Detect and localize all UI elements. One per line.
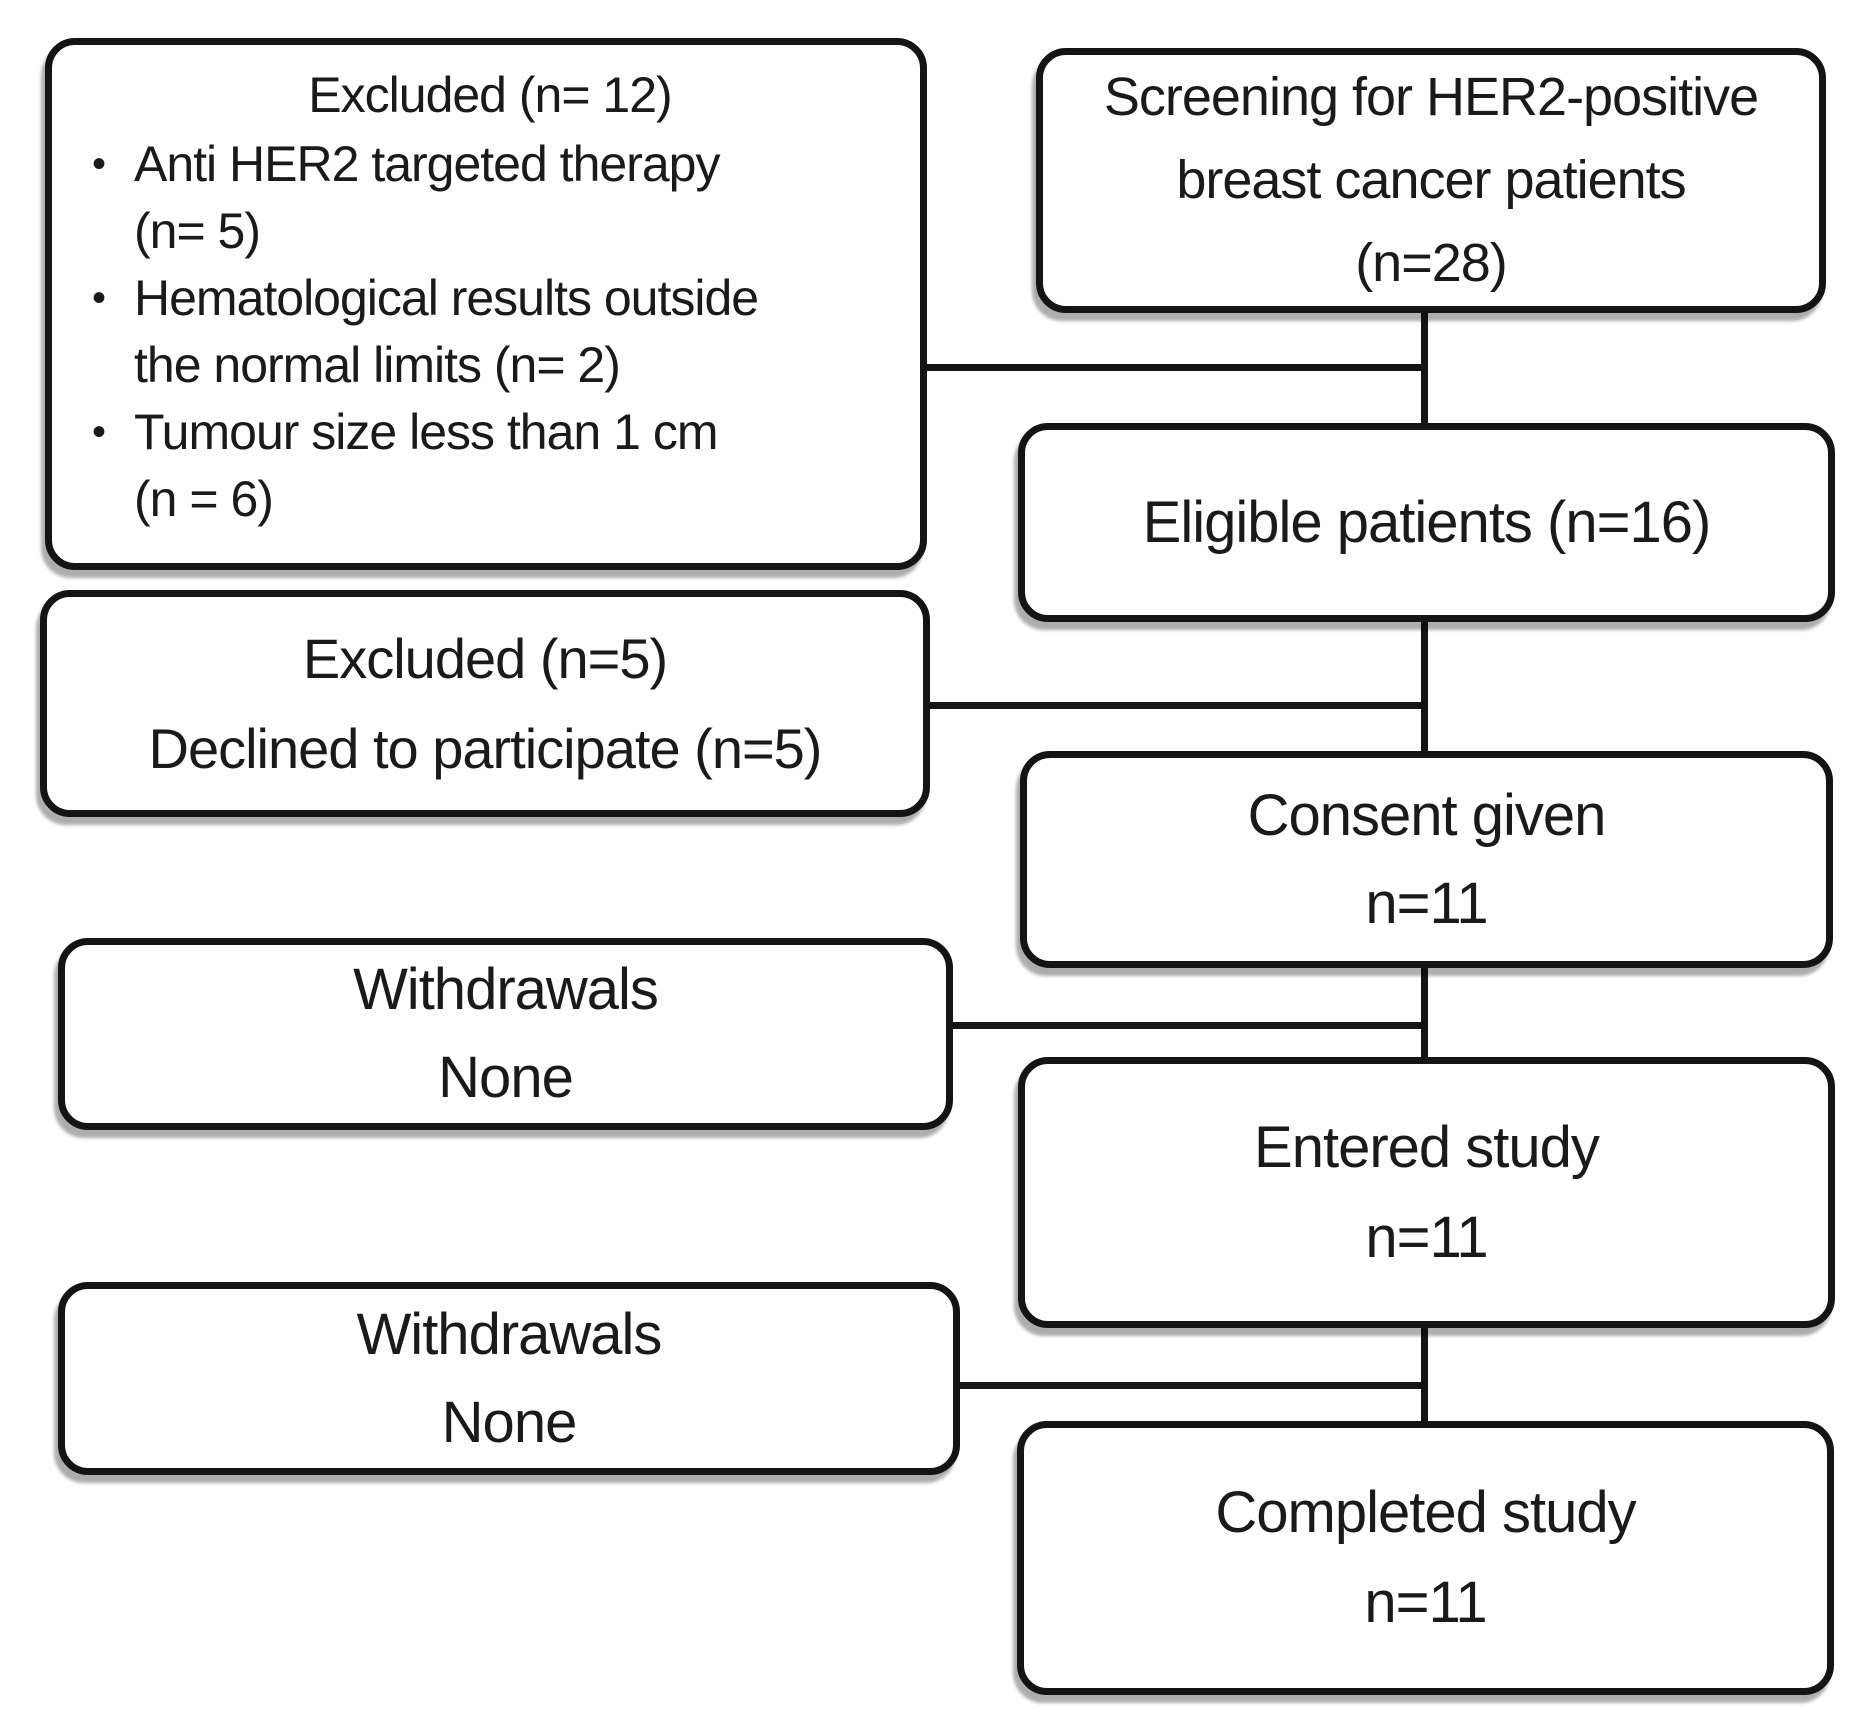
consent-given-box: Consent given n=11 (1020, 751, 1833, 968)
excluded-eligible-box: Excluded (n=5) Declined to participate (… (40, 590, 930, 817)
excluded-bullet-1-line-2: (n= 5) (134, 203, 261, 259)
excluded-bullet-2-line-1: Hematological results outside (134, 270, 759, 326)
excluded-bullet-3-line-1: Tumour size less than 1 cm (134, 404, 718, 460)
bullet-icon: • (92, 410, 106, 454)
excluded-eligible-line-2: Declined to participate (n=5) (148, 716, 823, 780)
screening-box: Screening for HER2-positive breast cance… (1036, 48, 1826, 313)
eligible-patients-label: Eligible patients (n=16) (1142, 489, 1712, 555)
consent-given-label: Consent given (1247, 782, 1607, 848)
excluded-bullet-2-line-2: the normal limits (n= 2) (134, 337, 621, 393)
withdrawals-1-label: Withdrawals (353, 957, 659, 1022)
completed-study-count: n=11 (1364, 1570, 1487, 1635)
connector-consent-to-entered (1421, 964, 1428, 1060)
entered-study-count: n=11 (1365, 1204, 1488, 1270)
connector-excluded12-branch (920, 364, 1426, 371)
completed-study-label: Completed study (1215, 1480, 1636, 1545)
connector-entered-to-completed (1421, 1324, 1428, 1424)
excluded-bullet-2: • Hematological results outside the norm… (78, 265, 902, 399)
entered-study-label: Entered study (1254, 1114, 1600, 1180)
screening-line-1: Screening for HER2-positive (1103, 67, 1759, 127)
excluded-screening-box: Excluded (n= 12) • Anti HER2 targeted th… (45, 38, 927, 570)
connector-withdrawals2-branch (953, 1382, 1426, 1389)
excluded-bullet-3-line-2: (n = 6) (134, 471, 274, 527)
connector-eligible-to-consent (1421, 618, 1428, 754)
entered-study-box: Entered study n=11 (1018, 1057, 1835, 1328)
excluded-bullet-1-line-1: Anti HER2 targeted therapy (134, 136, 720, 192)
withdrawals-box-1: Withdrawals None (58, 938, 953, 1130)
consent-given-count: n=11 (1365, 870, 1488, 936)
screening-count: (n=28) (1355, 233, 1508, 293)
withdrawals-2-label: Withdrawals (356, 1301, 663, 1367)
excluded-bullet-1: • Anti HER2 targeted therapy (n= 5) (78, 131, 902, 265)
withdrawals-box-2: Withdrawals None (58, 1282, 960, 1475)
bullet-icon: • (92, 142, 106, 186)
excluded-screening-title: Excluded (n= 12) (308, 67, 672, 123)
completed-study-box: Completed study n=11 (1017, 1421, 1834, 1695)
excluded-bullet-3: • Tumour size less than 1 cm (n = 6) (78, 399, 902, 533)
connector-withdrawals1-branch (946, 1022, 1426, 1029)
withdrawals-2-value: None (441, 1389, 578, 1455)
excluded-eligible-line-1: Excluded (n=5) (302, 626, 668, 690)
connector-excluded5-branch (924, 702, 1426, 709)
withdrawals-1-value: None (438, 1045, 574, 1110)
screening-line-2: breast cancer patients (1176, 150, 1686, 210)
bullet-icon: • (92, 276, 106, 320)
eligible-patients-box: Eligible patients (n=16) (1018, 423, 1835, 622)
